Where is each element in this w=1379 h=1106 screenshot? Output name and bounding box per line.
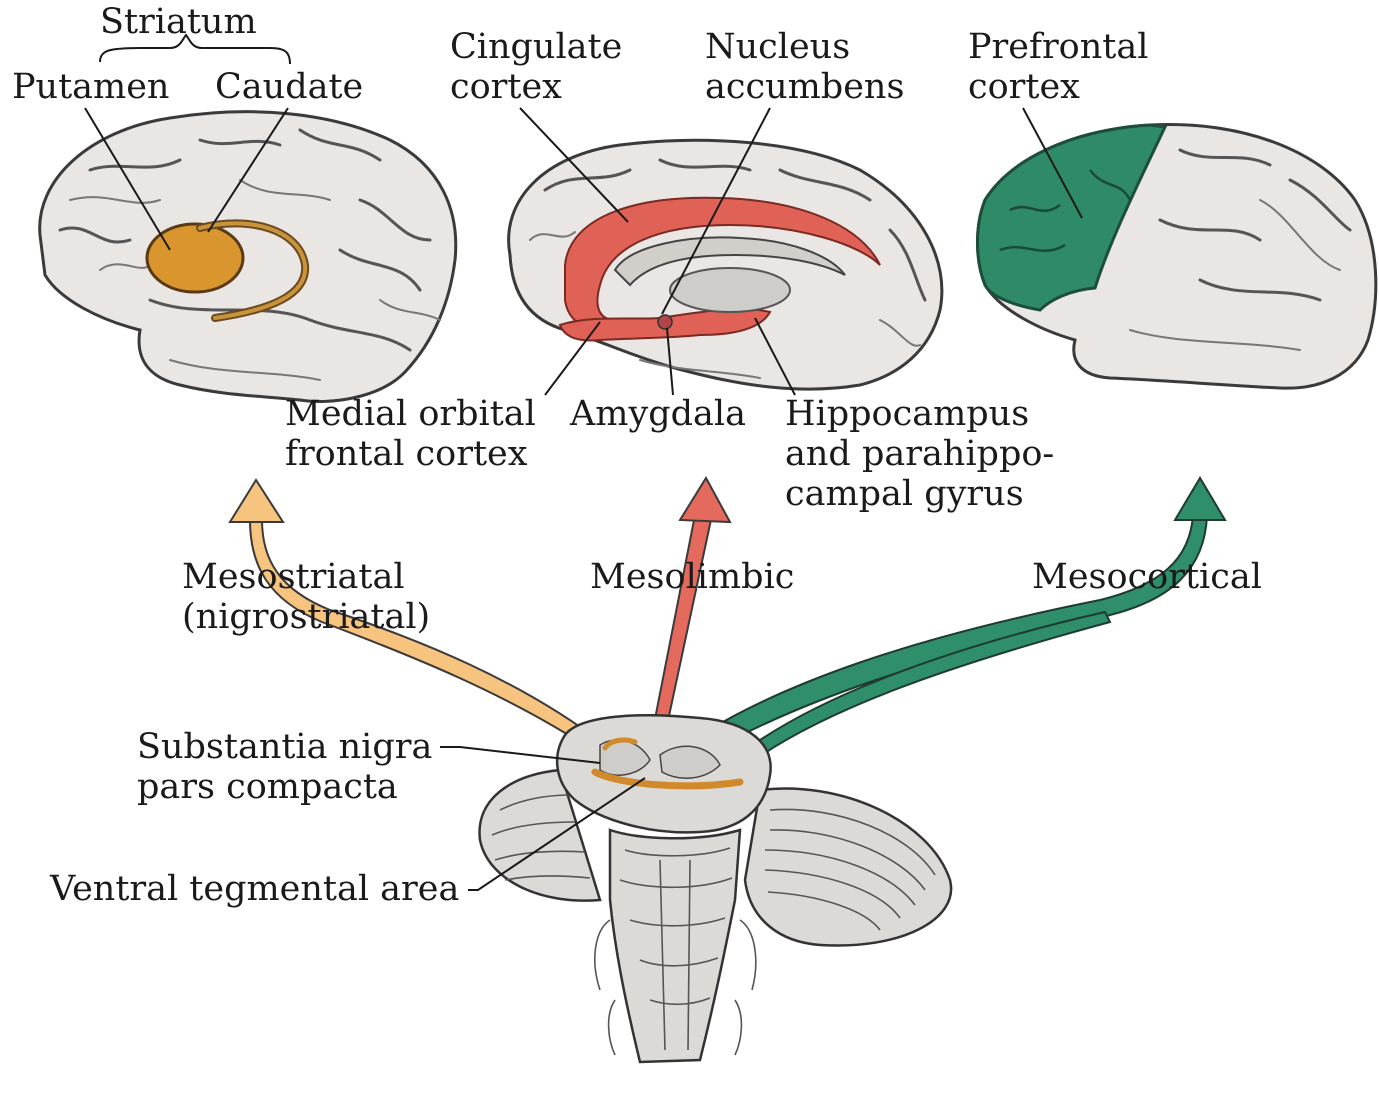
label-medial-orbital-line1: Medial orbital [285,394,536,434]
label-mesocortical: Mesocortical [1032,557,1262,597]
label-cingulate-line2: cortex [450,67,562,107]
label-nucleus-line2: accumbens [705,67,904,107]
label-substantia-nigra-line2: pars compacta [137,767,398,807]
label-mesostriatal-line2: (nigrostriatal) [182,597,430,637]
label-hippocampus-line2: and parahippo- [785,434,1054,474]
mesocortical-arrowhead [1175,478,1225,520]
label-striatum: Striatum [100,2,257,42]
brain-middle-medial [509,140,942,389]
mesostriatal-arrowhead [230,480,283,522]
label-mesostriatal-line1: Mesostriatal [182,557,405,597]
brain-right-lateral [978,124,1376,388]
label-hippocampus-line3: campal gyrus [785,474,1024,514]
label-prefrontal-line2: cortex [968,67,1080,107]
label-cingulate-line1: Cingulate [450,27,622,67]
label-putamen: Putamen [12,67,169,107]
label-amygdala: Amygdala [569,394,746,434]
label-substantia-nigra-line1: Substantia nigra [137,727,432,767]
label-hippocampus-line1: Hippocampus [785,394,1029,434]
label-mesolimbic: Mesolimbic [590,557,794,597]
brain-left-lateral [40,112,456,402]
brainstem-cerebellum [480,715,952,1062]
label-prefrontal-line1: Prefrontal [968,27,1148,67]
label-caudate: Caudate [215,67,363,107]
label-medial-orbital-line2: frontal cortex [285,434,528,474]
label-nucleus-line1: Nucleus [705,27,850,67]
label-ventral-tegmental-area: Ventral tegmental area [49,869,459,909]
mesolimbic-arrowhead [680,478,730,522]
